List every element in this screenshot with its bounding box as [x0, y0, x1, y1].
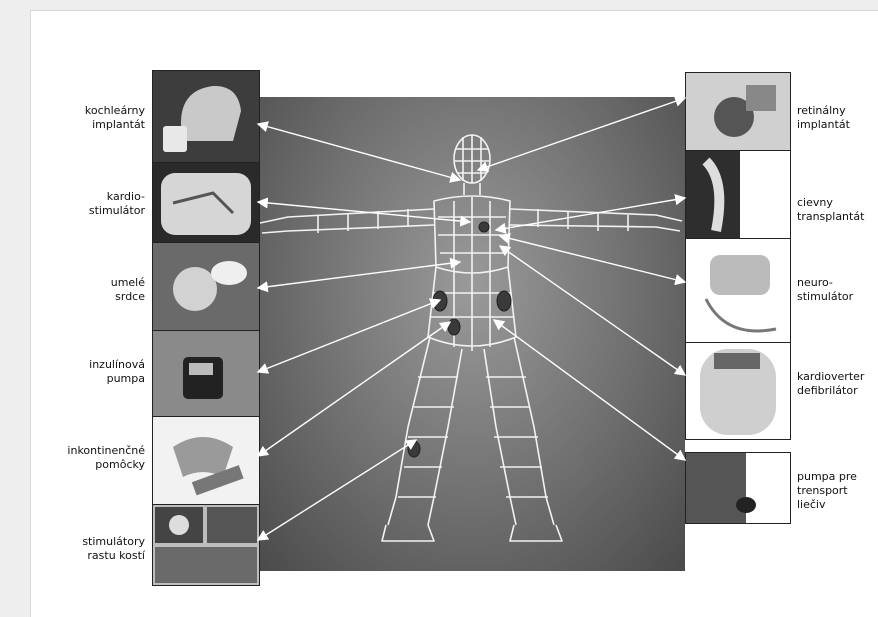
label-line: pumpa pre	[797, 470, 857, 484]
label-cochlear-implant: kochleárny implantát	[30, 104, 145, 132]
label-line: defibrilátor	[797, 384, 864, 398]
label-line: rastu kostí	[30, 549, 145, 563]
label-line: stimulátor	[797, 290, 853, 304]
label-line: liečiv	[797, 498, 857, 512]
label-line: kardioverter	[797, 370, 864, 384]
label-incontinence-aids: inkontinenčné pomôcky	[30, 444, 145, 472]
retinal-implant-photo	[685, 72, 791, 152]
wireframe-body-panel	[258, 97, 685, 571]
label-pacemaker: kardio- stimulátor	[30, 190, 145, 218]
label-line: kochleárny	[30, 104, 145, 118]
label-line: stimulátor	[30, 204, 145, 218]
artificial-heart-photo	[152, 242, 260, 332]
defibrillator-photo	[685, 342, 791, 440]
label-line: kardio-	[30, 190, 145, 204]
label-line: inkontinenčné	[30, 444, 145, 458]
insulin-pump-photo	[152, 330, 260, 418]
pacemaker-photo	[152, 162, 260, 244]
label-defibrillator: kardioverter defibrilátor	[797, 370, 864, 398]
label-neurostimulator: neuro- stimulátor	[797, 276, 853, 304]
label-line: pumpa	[30, 372, 145, 386]
label-line: umelé	[30, 276, 145, 290]
neurostimulator-photo	[685, 238, 791, 344]
label-line: trensport	[797, 484, 857, 498]
label-line: implantát	[30, 118, 145, 132]
label-bone-growth-stimulators: stimulátory rastu kostí	[30, 535, 145, 563]
label-vascular-graft: cievny transplantát	[797, 196, 864, 224]
drug-delivery-pump-photo	[685, 452, 791, 524]
bone-growth-stimulators-photo	[152, 504, 260, 586]
label-line: pomôcky	[30, 458, 145, 472]
label-line: inzulínová	[30, 358, 145, 372]
label-line: cievny	[797, 196, 864, 210]
cochlear-implant-photo	[152, 70, 260, 164]
label-retinal-implant: retinálny implantát	[797, 104, 850, 132]
label-drug-delivery-pump: pumpa pre trensport liečiv	[797, 470, 857, 512]
label-line: srdce	[30, 290, 145, 304]
vascular-graft-photo	[685, 150, 791, 240]
label-line: retinálny	[797, 104, 850, 118]
wireframe-human-figure	[258, 97, 685, 571]
label-line: implantát	[797, 118, 850, 132]
label-artificial-heart: umelé srdce	[30, 276, 145, 304]
label-insulin-pump: inzulínová pumpa	[30, 358, 145, 386]
label-line: stimulátory	[30, 535, 145, 549]
label-line: neuro-	[797, 276, 853, 290]
label-line: transplantát	[797, 210, 864, 224]
incontinence-aids-photo	[152, 416, 260, 506]
